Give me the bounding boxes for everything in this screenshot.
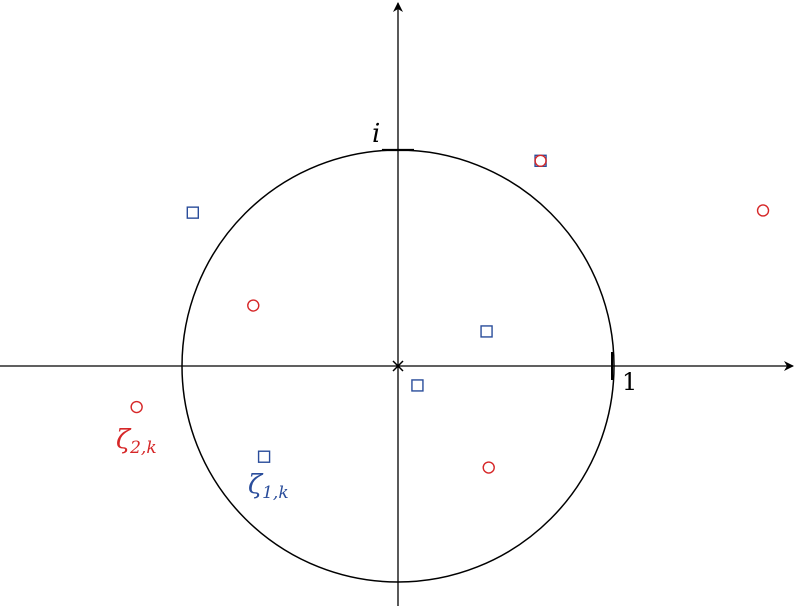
zeta-1-point-1 [186, 206, 200, 219]
zeta-2-point-5 [482, 461, 495, 474]
zeta-1-point-4 [411, 379, 424, 392]
real-unit-label: 1 [622, 368, 637, 396]
zeta-2-symbol: ζ [116, 425, 132, 455]
zeta-1-subscript: 1,k [262, 483, 289, 503]
data-points [130, 154, 770, 474]
origin-cross-marker [392, 360, 404, 372]
zeta-2-point-1 [247, 299, 260, 312]
zeta-2-subscript: 2,k [129, 438, 157, 458]
zeta-1-symbol: ζ [248, 470, 264, 500]
zeta-1-point-3 [480, 325, 493, 338]
zeta-2-point-3 [756, 204, 770, 217]
zeta-2-point-4 [130, 400, 143, 414]
zeta-1-point-5 [257, 450, 271, 463]
imaginary-unit-label: i [372, 119, 380, 149]
zeta-2-point-2 [534, 154, 547, 168]
zeta-2-label: ζ2,k [116, 425, 157, 458]
zeta-1-label: ζ1,k [248, 470, 289, 503]
